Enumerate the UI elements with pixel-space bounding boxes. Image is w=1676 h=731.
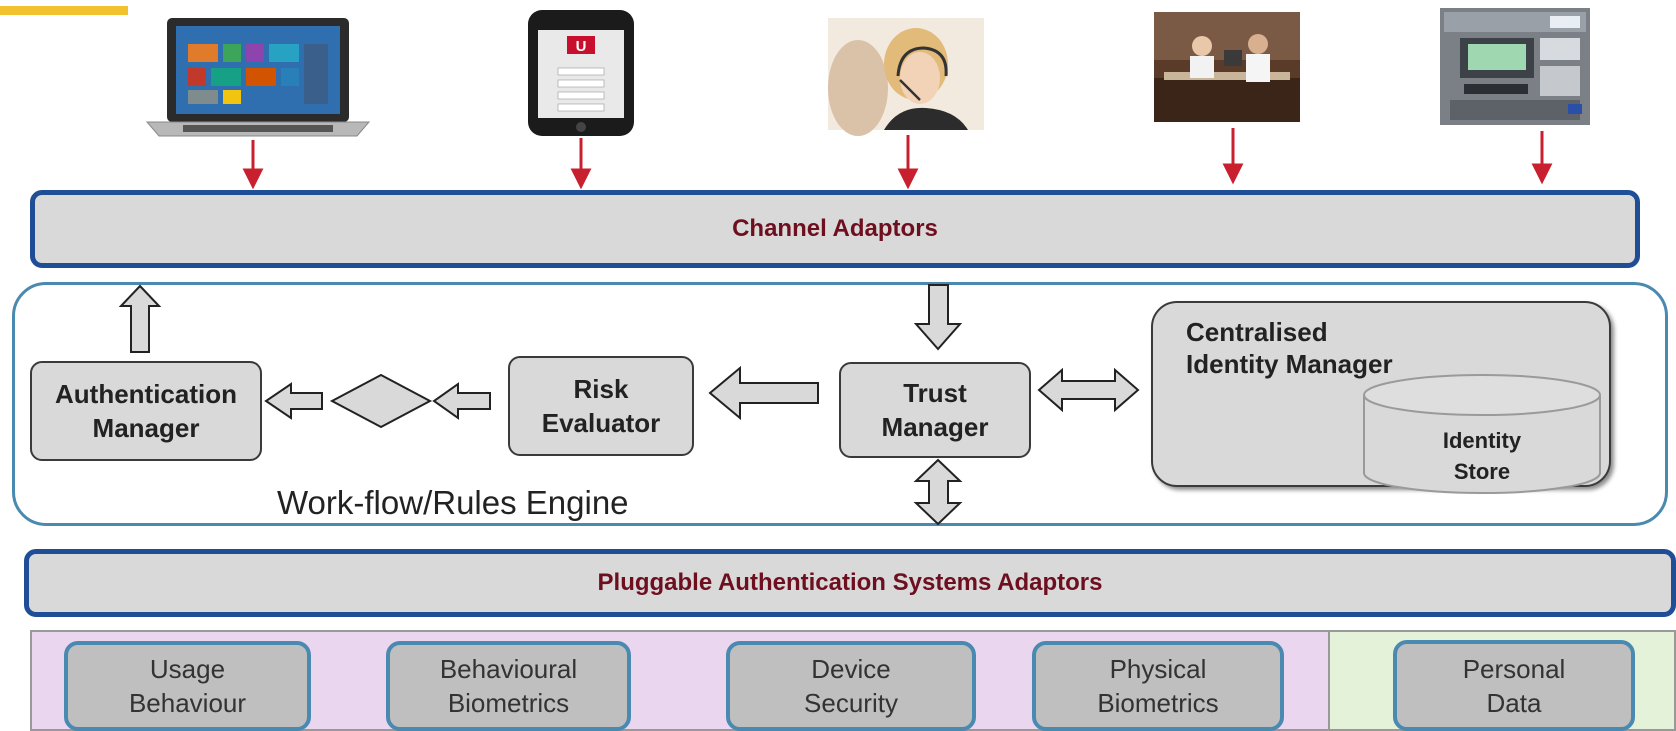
left-arrow-trust-risk-icon xyxy=(708,365,819,421)
channel-adaptors-bar: Channel Adaptors xyxy=(30,190,1640,268)
device-security-line2: Security xyxy=(804,688,898,718)
atm-icon xyxy=(1440,8,1590,125)
authentication-manager-line2: Manager xyxy=(92,413,200,443)
physical-biometrics-line1: Physical xyxy=(1109,654,1207,684)
branch-counter-icon xyxy=(1154,12,1300,122)
risk-evaluator-box: Risk Evaluator xyxy=(508,356,694,456)
svg-text:U: U xyxy=(576,38,587,55)
up-arrow-icon xyxy=(118,284,162,353)
channel-arrows xyxy=(242,128,1553,190)
physical-biometrics-line2: Biometrics xyxy=(1097,688,1219,718)
behavioural-biometrics-line2: Biometrics xyxy=(447,688,570,718)
call-center-icon xyxy=(828,18,984,136)
identity-store-cylinder xyxy=(1363,374,1601,494)
left-arrow-risk-diamond-icon xyxy=(432,382,491,420)
smartphone-icon: U xyxy=(528,10,634,136)
personal-data-line1: Personal xyxy=(1462,653,1566,684)
workflow-engine-label: Work-flow/Rules Engine xyxy=(277,484,629,521)
left-arrow-diamond-auth-icon xyxy=(264,382,323,420)
laptop-icon xyxy=(145,18,371,137)
trust-manager-line2: Manager xyxy=(881,412,989,442)
trust-manager-line1: Trust xyxy=(903,378,967,408)
centralised-identity-manager-title: Centralised Identity Manager xyxy=(1186,316,1486,380)
identity-store-line1: Identity xyxy=(1442,428,1522,453)
usage-behaviour-line2: Behaviour xyxy=(128,688,247,718)
identity-store-label: Identity Store xyxy=(1362,424,1602,488)
pluggable-adaptors-label: Pluggable Authentication Systems Adaptor… xyxy=(597,569,1103,596)
device-security-line1: Device xyxy=(811,654,891,684)
accent-bar xyxy=(0,6,128,15)
trust-manager-box: Trust Manager xyxy=(839,362,1031,458)
authentication-manager-box: Authentication Manager xyxy=(30,361,262,461)
pluggable-adaptors-bar: Pluggable Authentication Systems Adaptor… xyxy=(24,549,1676,617)
double-arrow-trust-pluggable-icon xyxy=(913,458,963,526)
behavioural-biometrics-line1: Behavioural xyxy=(439,654,578,684)
authentication-manager-line1: Authentication xyxy=(55,379,237,409)
personal-data-line2: Data xyxy=(1486,687,1542,718)
channel-adaptors-label: Channel Adaptors xyxy=(732,215,938,242)
risk-evaluator-line2: Evaluator xyxy=(541,408,661,438)
decision-diamond-icon xyxy=(329,373,433,429)
risk-evaluator-line1: Risk xyxy=(573,374,629,404)
identity-store-line2: Store xyxy=(1453,459,1511,484)
usage-behaviour-line1: Usage xyxy=(149,654,226,684)
down-arrow-icon xyxy=(913,284,963,351)
cim-line2: Identity Manager xyxy=(1186,349,1393,379)
double-arrow-trust-cim-icon xyxy=(1037,367,1140,413)
cim-line1: Centralised xyxy=(1186,317,1328,347)
